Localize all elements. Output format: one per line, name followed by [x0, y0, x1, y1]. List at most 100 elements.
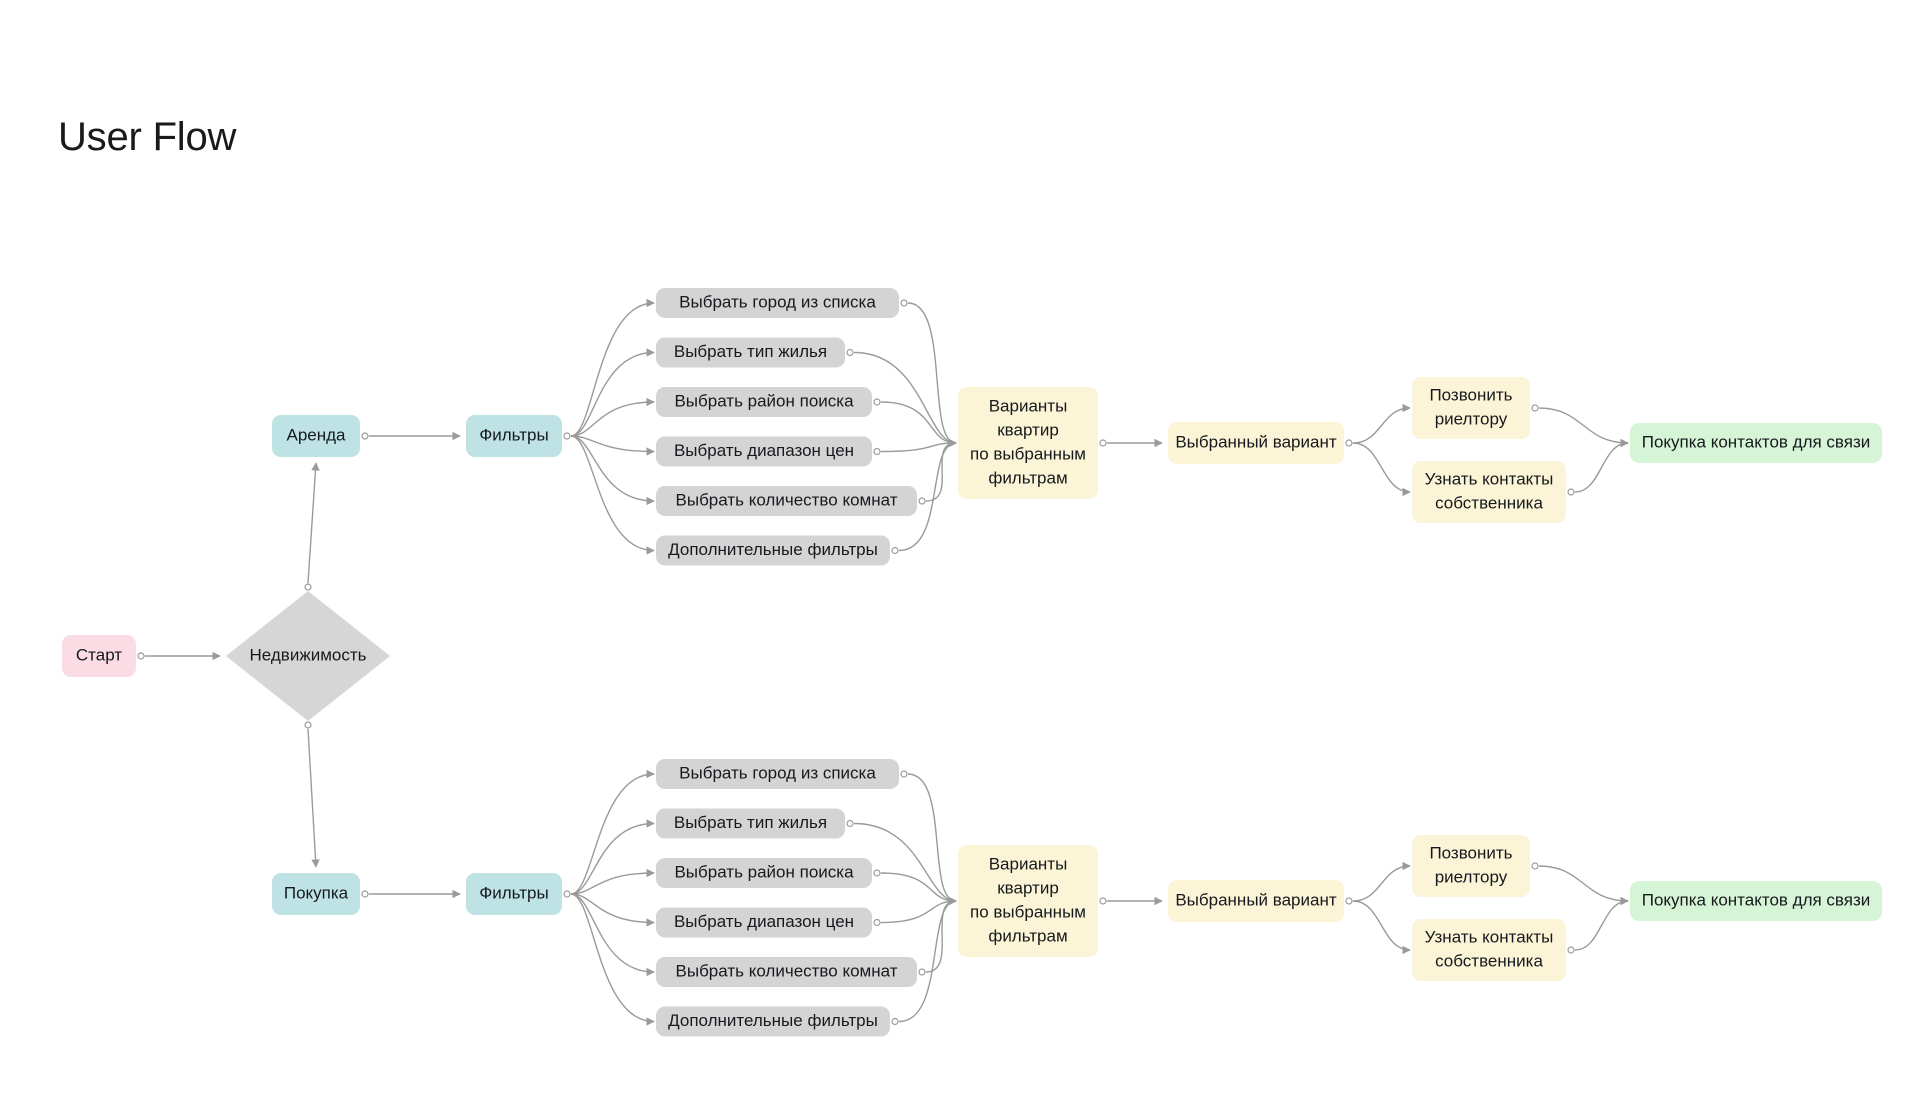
edge-action-green-buy-0 [1538, 865, 1629, 906]
filter-chip-rent-4[interactable]: Выбрать количество комнат [656, 486, 917, 516]
node-owner-contacts-rent[interactable]: Узнать контакты собственника [1412, 461, 1566, 523]
filter-chip-rent-5[interactable]: Дополнительные фильтры [656, 535, 890, 566]
action-out-port-rent-1 [1567, 488, 1575, 496]
node-chosen-rent[interactable]: Выбранный вариант [1168, 422, 1344, 464]
node-purchase-contacts-buy-shape [1630, 881, 1882, 921]
node-call-realtor-rent-shape [1412, 377, 1530, 439]
node-buy-shape [272, 873, 360, 915]
node-buy-label: Покупка [284, 883, 349, 902]
node-owner-contacts-rent-shape [1412, 461, 1566, 523]
chip-out-port-rent-3 [873, 447, 881, 456]
node-purchase-contacts-rent[interactable]: Покупка контактов для связи [1630, 423, 1882, 463]
filter-chip-rent-0-shape [656, 288, 899, 318]
node-rent[interactable]: Аренда [272, 415, 360, 457]
filter-chip-buy-5-shape [656, 1006, 890, 1037]
edge-chosen-action-buy-1 [1352, 900, 1411, 955]
node-decision-shape [226, 591, 390, 721]
edge-chip-results-buy-0 [907, 773, 957, 906]
chip-out-port-buy-0 [900, 770, 908, 778]
filter-chip-buy-4-shape [656, 957, 917, 987]
edge-filters-chip-buy-4 [570, 893, 655, 977]
filter-chip-rent-0[interactable]: Выбрать город из списка [656, 288, 899, 318]
filter-chip-rent-3-label: Выбрать диапазон цен [674, 441, 854, 460]
chip-out-port-rent-1 [846, 348, 854, 357]
chip-out-port-buy-5 [891, 1017, 899, 1026]
filter-chip-buy-4[interactable]: Выбрать количество комнат [656, 957, 917, 987]
filter-chip-buy-1[interactable]: Выбрать тип жилья [656, 808, 845, 839]
chip-out-port-rent-2 [873, 398, 881, 406]
edge-decision-rent [307, 462, 320, 584]
filter-chip-buy-2-shape [656, 858, 872, 888]
chip-out-port-rent-4 [918, 497, 926, 505]
filter-chip-buy-5[interactable]: Дополнительные фильтры [656, 1006, 890, 1037]
filter-chip-buy-2-label: Выбрать район поиска [674, 862, 854, 881]
filter-chip-rent-5-label: Дополнительные фильтры [668, 540, 878, 559]
node-owner-contacts-rent-label: собственника [1435, 493, 1543, 512]
edge-layer [137, 298, 1629, 1026]
action-out-port-buy-0 [1531, 862, 1539, 870]
node-purchase-contacts-buy-label: Покупка контактов для связи [1642, 890, 1871, 909]
edge-filters-chip-rent-3 [570, 435, 655, 456]
node-call-realtor-rent[interactable]: Позвонить риелтору [1412, 377, 1530, 439]
filter-chip-rent-2-label: Выбрать район поиска [674, 391, 854, 410]
filter-chip-buy-5-label: Дополнительные фильтры [668, 1011, 878, 1030]
node-results-buy-label: по выбранным [970, 902, 1086, 921]
filter-chip-rent-1-shape [656, 337, 845, 368]
edge-results-chosen-rent-port [1099, 439, 1107, 447]
filter-chip-rent-0-label: Выбрать город из списка [679, 292, 876, 311]
edge-chosen-action-buy-0 [1352, 861, 1411, 902]
filter-chip-rent-2-shape [656, 387, 872, 417]
page-title: User Flow [58, 115, 237, 159]
filter-chip-buy-2[interactable]: Выбрать район поиска [656, 858, 872, 888]
edge-results-chosen-buy-port [1099, 897, 1107, 905]
edge-chip-results-buy-1 [853, 822, 957, 906]
node-call-realtor-rent-label: Позвонить [1429, 385, 1512, 404]
node-decision[interactable]: Недвижимость [226, 591, 390, 721]
filter-chip-rent-1[interactable]: Выбрать тип жилья [656, 337, 845, 368]
node-call-realtor-rent-label: риелтору [1435, 409, 1508, 428]
edge-chip-results-rent-4 [925, 438, 957, 502]
action-out-port-buy-1 [1567, 946, 1575, 954]
node-filters_buy[interactable]: Фильтры [466, 873, 562, 915]
node-purchase-contacts-buy[interactable]: Покупка контактов для связи [1630, 881, 1882, 921]
edge-filters-chip-rent-5 [570, 435, 655, 555]
filter-chip-buy-0[interactable]: Выбрать город из списка [656, 759, 899, 789]
node-owner-contacts-rent-label: Узнать контакты [1425, 469, 1554, 488]
node-start-shape [62, 635, 136, 677]
edge-filters-chip-buy-0 [570, 769, 655, 895]
edge-action-green-rent-1 [1574, 438, 1629, 493]
edge-filters-chip-rent-0 [570, 298, 655, 437]
node-filters_rent[interactable]: Фильтры [466, 415, 562, 457]
node-decision-label: Недвижимость [250, 645, 367, 664]
chip-out-port-buy-4 [918, 968, 926, 976]
node-rent-label: Аренда [286, 425, 346, 444]
filter-chip-buy-3-label: Выбрать диапазон цен [674, 912, 854, 931]
node-chosen-rent-label: Выбранный вариант [1175, 432, 1337, 451]
edge-filters-chip-rent-1 [570, 348, 655, 437]
edge-chip-results-rent-0 [907, 302, 957, 448]
node-start[interactable]: Старт [62, 635, 136, 677]
node-chosen-buy-shape [1168, 880, 1344, 922]
filter-chip-buy-1-shape [656, 808, 845, 839]
filter-chip-rent-4-label: Выбрать количество комнат [676, 490, 898, 509]
node-owner-contacts-buy-label: Узнать контакты [1425, 927, 1554, 946]
filter-chip-rent-3[interactable]: Выбрать диапазон цен [656, 436, 872, 467]
filter-chip-buy-3-shape [656, 907, 872, 938]
start-out-port [137, 652, 145, 660]
node-owner-contacts-buy-shape [1412, 919, 1566, 981]
node-buy[interactable]: Покупка [272, 873, 360, 915]
node-call-realtor-buy-label: риелтору [1435, 867, 1508, 886]
filter-chip-buy-3[interactable]: Выбрать диапазон цен [656, 907, 872, 938]
node-results-buy-label: фильтрам [988, 926, 1067, 945]
edge-chip-results-rent-2 [880, 401, 957, 448]
decision-out-port-up [304, 583, 312, 591]
filter-chip-rent-2[interactable]: Выбрать район поиска [656, 387, 872, 417]
edge-filters-chip-buy-5 [570, 893, 655, 1026]
node-chosen-buy[interactable]: Выбранный вариант [1168, 880, 1344, 922]
